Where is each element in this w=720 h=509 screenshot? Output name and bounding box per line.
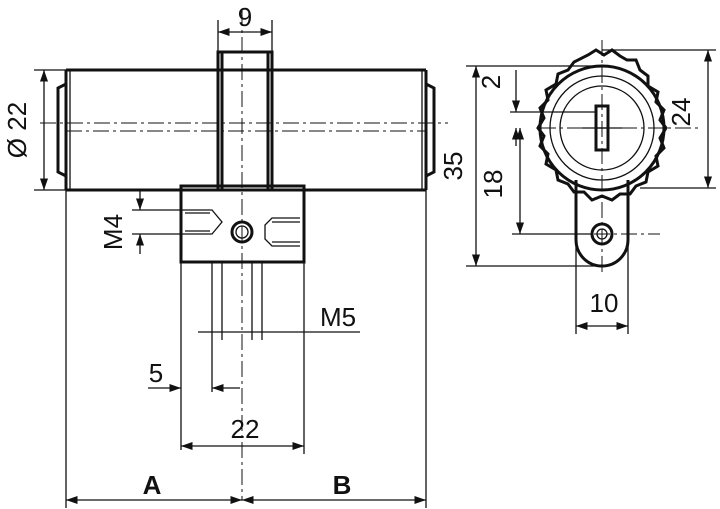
dim-gap: 2	[476, 75, 506, 89]
flange-block	[179, 184, 306, 264]
front-view: 9 Ø 22 M4 M5 5 22 A B	[2, 2, 448, 508]
dim-center-offset: 18	[478, 170, 508, 199]
dim-height-total: 35	[438, 152, 468, 181]
cam-block	[216, 50, 274, 192]
dim-flange-width: 22	[231, 414, 260, 444]
dim-thread-right: M5	[320, 302, 356, 332]
m5-set-screw	[264, 217, 300, 247]
dim-thread-left: M4	[98, 214, 128, 250]
center-bore	[230, 220, 254, 244]
right-end-cap	[425, 82, 436, 178]
side-view: 35 2 18 24 10	[438, 40, 716, 334]
cylinder-body	[64, 68, 428, 192]
left-end-cap	[56, 82, 67, 178]
dim-diameter: Ø 22	[2, 102, 32, 158]
dim-offset: 5	[149, 358, 163, 388]
dim-wheel-diameter: 24	[666, 98, 696, 127]
dim-top-width: 9	[238, 2, 252, 32]
dim-cam-width: 10	[590, 288, 619, 318]
dim-length-a: A	[143, 470, 162, 500]
m4-tapped-hole	[185, 209, 223, 235]
dim-length-b: B	[333, 470, 352, 500]
